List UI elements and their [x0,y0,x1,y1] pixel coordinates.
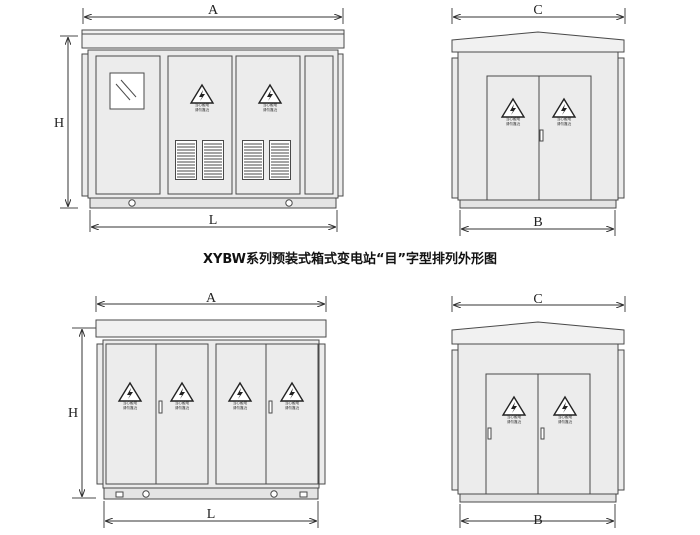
side-view-bottom [451,296,626,528]
glass-window-icon [109,72,145,110]
dim-label-c-top: C [533,3,542,18]
dim-label-l-top: L [209,213,218,228]
lightning-warning-triangle-icon: 当心触电 请勿靠近 [258,84,282,112]
dim-label-b-bottom: B [533,513,542,528]
dim-label-c-bottom: C [533,292,542,307]
dim-label-a-bottom: A [206,291,217,306]
svg-text:请勿靠近: 请勿靠近 [123,405,138,410]
lightning-warning-triangle-icon: 当心触电 请勿靠近 [190,84,214,112]
dim-label-a-top: A [208,3,219,18]
svg-text:当心触电: 当心触电 [195,102,210,107]
front-view-top [60,8,345,232]
lightning-warning-triangle-icon: 当心触电 请勿靠近 [501,98,525,126]
dimension-labels: A C H L B A C H L B [54,3,543,528]
dim-label-l-bottom: L [207,507,216,522]
svg-text:当心触电: 当心触电 [285,400,300,405]
svg-text:当心触电: 当心触电 [123,400,138,405]
lightning-warning-triangle-icon: 当心触电 请勿靠近 [228,382,252,410]
front-view-bottom [72,296,327,528]
svg-text:请勿靠近: 请勿靠近 [233,405,248,410]
svg-text:当心触电: 当心触电 [557,116,572,121]
svg-text:当心触电: 当心触电 [263,102,278,107]
svg-text:请勿靠近: 请勿靠近 [506,121,521,126]
lightning-warning-triangle-icon: 当心触电 请勿靠近 [552,98,576,126]
svg-text:当心触电: 当心触电 [233,400,248,405]
dim-label-b-top: B [533,215,542,230]
svg-text:当心触电: 当心触电 [175,400,190,405]
lightning-warning-triangle-icon: 当心触电 请勿靠近 [170,382,194,410]
warning-signs: 当心触电 请勿靠近 当心触电 请勿靠近 当心触电 请勿靠近 当心触电 请勿靠近 … [118,84,577,424]
svg-text:请勿靠近: 请勿靠近 [195,107,210,112]
lightning-warning-triangle-icon: 当心触电 请勿靠近 [502,396,526,424]
lightning-warning-triangle-icon: 当心触电 请勿靠近 [280,382,304,410]
svg-text:当心触电: 当心触电 [506,116,521,121]
svg-text:请勿靠近: 请勿靠近 [263,107,278,112]
drawing-caption: XYBW系列预装式箱式变电站“目”字型排列外形图 [203,251,497,267]
dim-label-h-bottom: H [68,406,78,421]
lightning-warning-triangle-icon: 当心触电 请勿靠近 [118,382,142,410]
svg-text:请勿靠近: 请勿靠近 [507,419,522,424]
svg-text:当心触电: 当心触电 [507,414,522,419]
svg-text:请勿靠近: 请勿靠近 [558,419,573,424]
side-view-top [451,8,626,236]
svg-text:请勿靠近: 请勿靠近 [557,121,572,126]
lightning-warning-triangle-icon: 当心触电 请勿靠近 [553,396,577,424]
svg-text:当心触电: 当心触电 [558,414,573,419]
dim-label-h-top: H [54,116,64,131]
svg-text:请勿靠近: 请勿靠近 [175,405,190,410]
svg-text:请勿靠近: 请勿靠近 [285,405,300,410]
